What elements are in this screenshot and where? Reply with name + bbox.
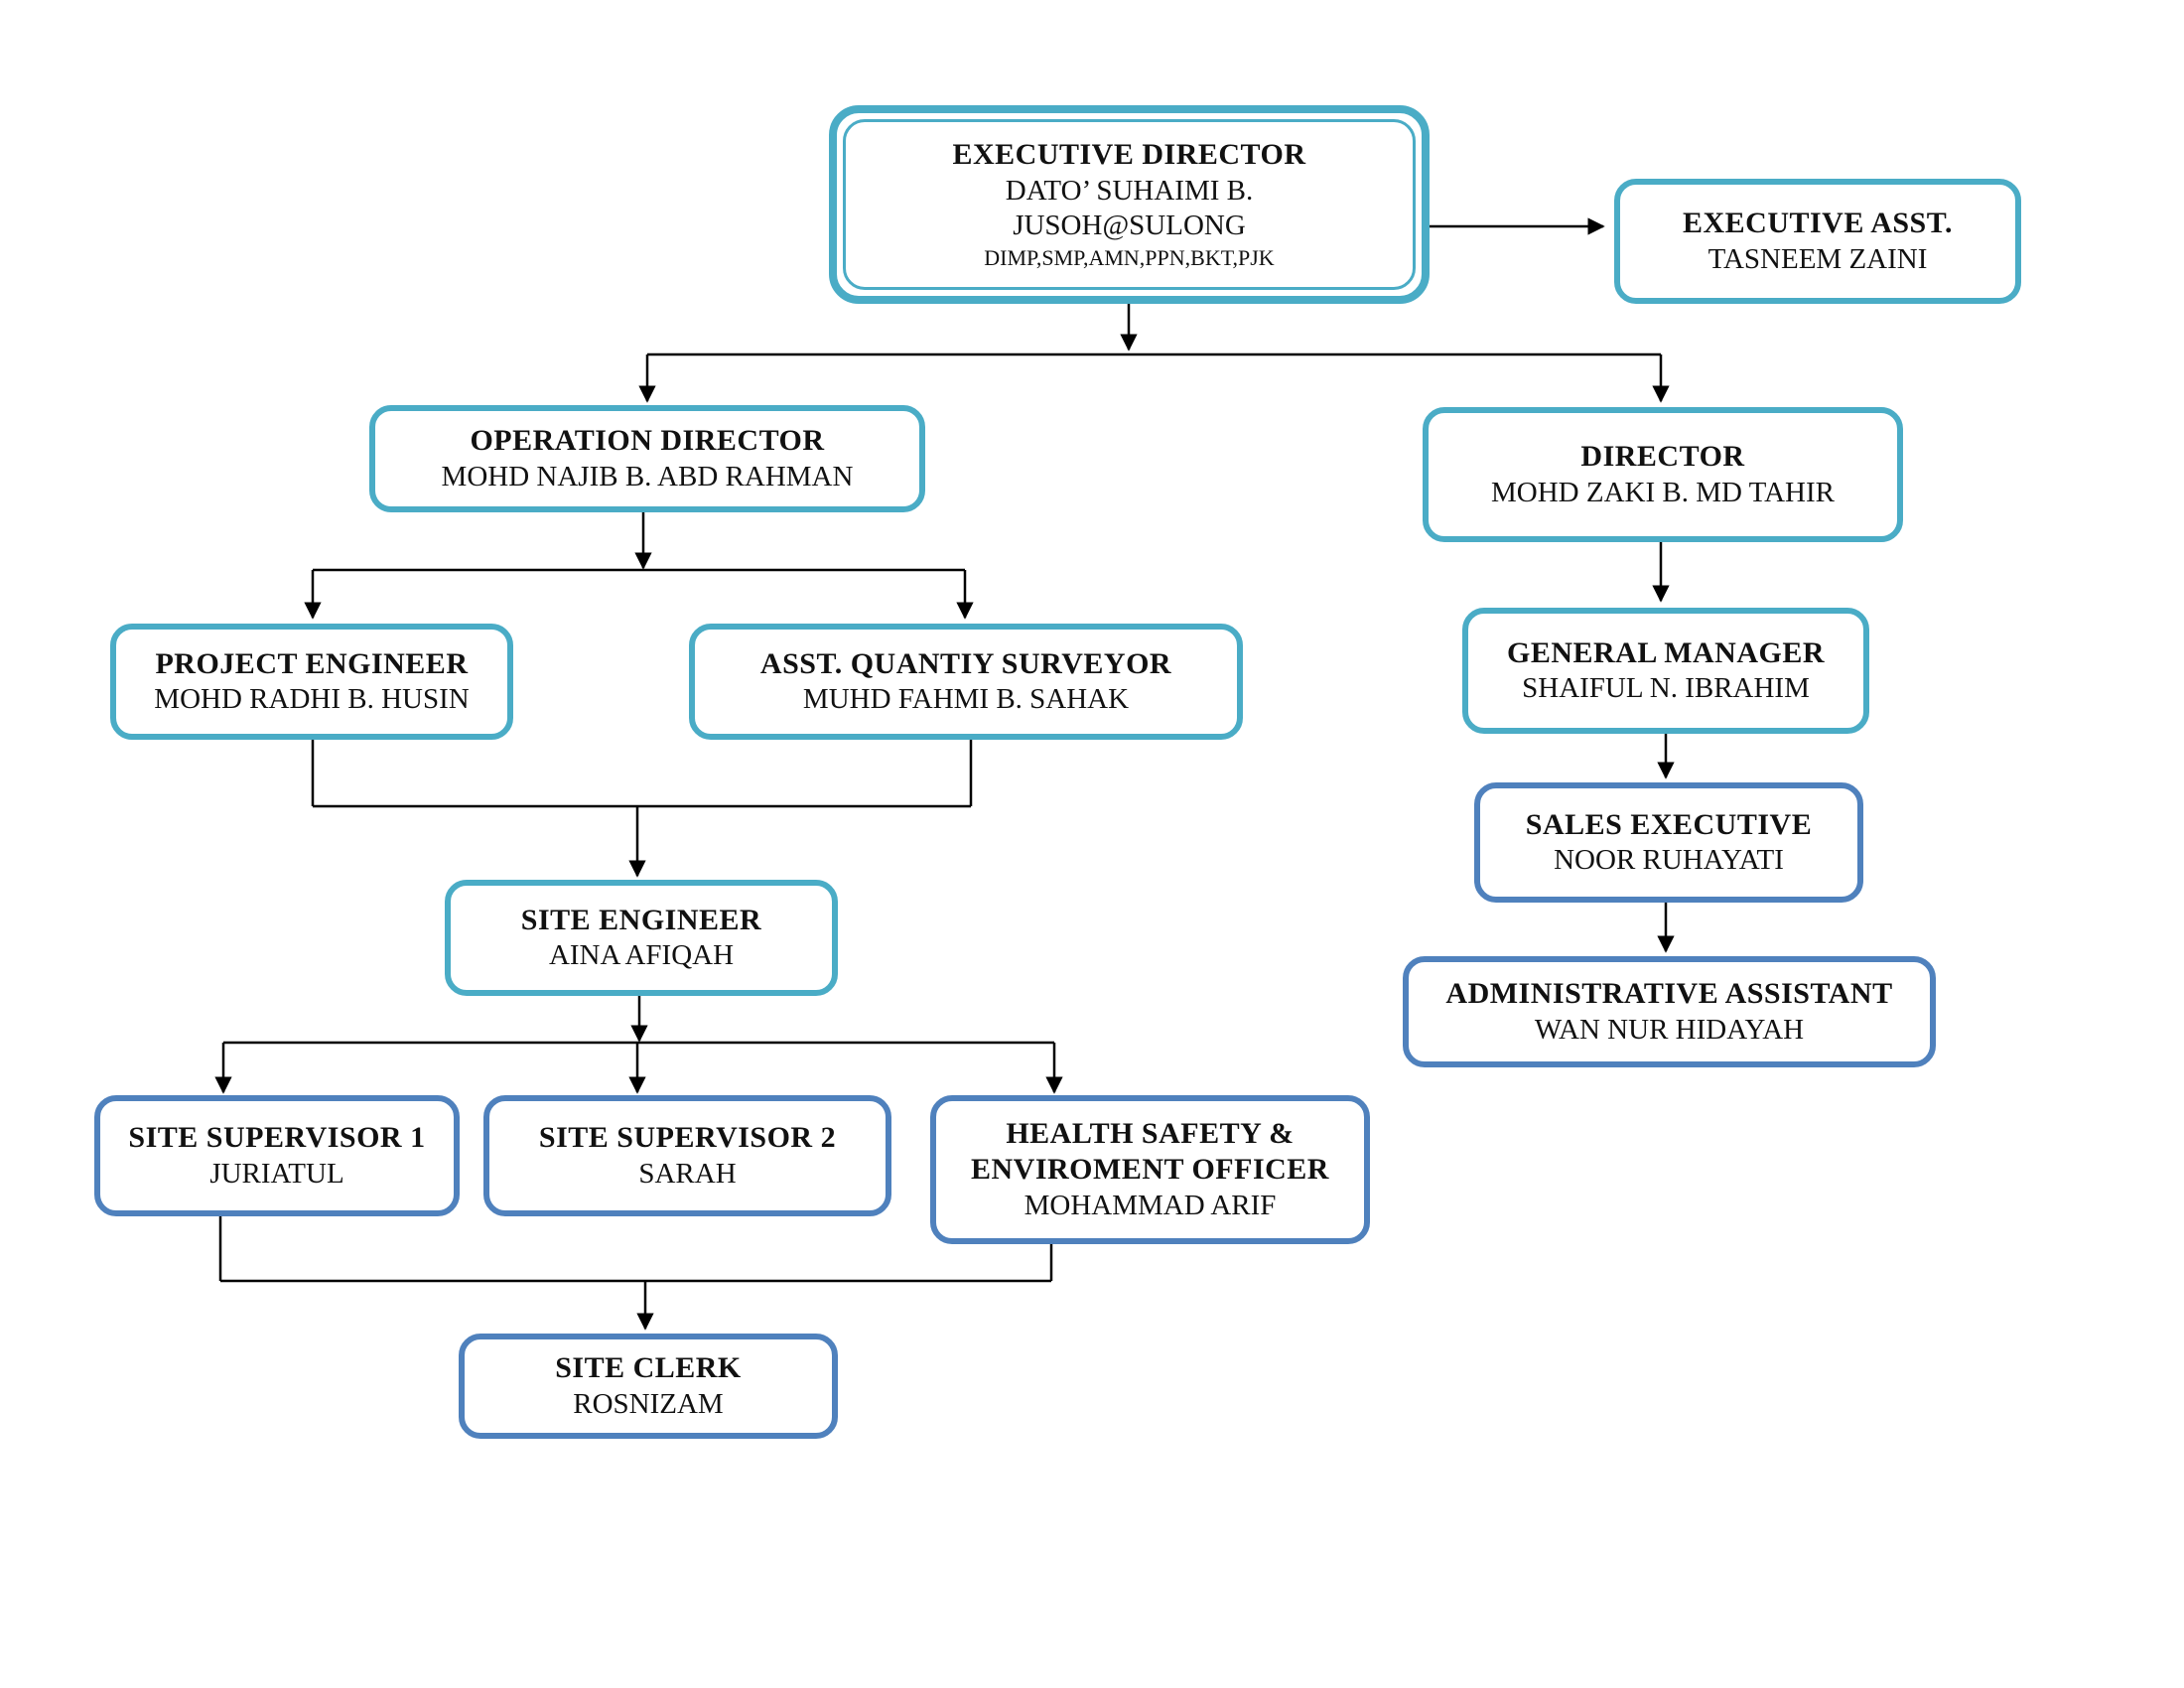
node-site-clerk: SITE CLERK ROSNIZAM bbox=[459, 1334, 838, 1439]
node-executive-asst: EXECUTIVE ASST. TASNEEM ZAINI bbox=[1614, 179, 2021, 304]
name-site-clerk: ROSNIZAM bbox=[573, 1387, 724, 1420]
node-director: DIRECTOR MOHD ZAKI B. MD TAHIR bbox=[1423, 407, 1903, 542]
node-sales-executive: SALES EXECUTIVE NOOR RUHAYATI bbox=[1474, 782, 1863, 903]
node-operation-director: OPERATION DIRECTOR MOHD NAJIB B. ABD RAH… bbox=[369, 405, 925, 512]
node-site-engineer: SITE ENGINEER AINA AFIQAH bbox=[445, 880, 838, 996]
role-site-engineer: SITE ENGINEER bbox=[520, 903, 762, 936]
node-hse-officer: HEALTH SAFETY & ENVIROMENT OFFICER MOHAM… bbox=[930, 1095, 1370, 1244]
name-administrative-assistant: WAN NUR HIDAYAH bbox=[1534, 1013, 1805, 1046]
name-executive-director-line2: JUSOH@SULONG bbox=[1013, 209, 1246, 241]
name-general-manager: SHAIFUL N. IBRAHIM bbox=[1522, 672, 1810, 705]
name-project-engineer: MOHD RADHI B. HUSIN bbox=[154, 683, 470, 716]
name-hse-officer: MOHAMMAD ARIF bbox=[1024, 1189, 1277, 1221]
name-sales-executive: NOOR RUHAYATI bbox=[1554, 844, 1784, 877]
node-administrative-assistant: ADMINISTRATIVE ASSISTANT WAN NUR HIDAYAH bbox=[1403, 956, 1936, 1067]
name-executive-asst: TASNEEM ZAINI bbox=[1707, 242, 1928, 275]
node-project-engineer: PROJECT ENGINEER MOHD RADHI B. HUSIN bbox=[110, 624, 513, 740]
role-site-supervisor-1: SITE SUPERVISOR 1 bbox=[128, 1121, 426, 1155]
role-site-clerk: SITE CLERK bbox=[555, 1351, 742, 1385]
node-general-manager: GENERAL MANAGER SHAIFUL N. IBRAHIM bbox=[1462, 608, 1869, 734]
role-director: DIRECTOR bbox=[1580, 440, 1745, 474]
role-project-engineer: PROJECT ENGINEER bbox=[155, 646, 469, 680]
node-asst-quantity-surveyor: ASST. QUANTIY SURVEYOR MUHD FAHMI B. SAH… bbox=[689, 624, 1243, 740]
role-executive-director: EXECUTIVE DIRECTOR bbox=[952, 137, 1306, 171]
name-operation-director: MOHD NAJIB B. ABD RAHMAN bbox=[441, 460, 854, 492]
name-site-supervisor-1: JURIATUL bbox=[209, 1157, 344, 1190]
honors-executive-director: DIMP,SMP,AMN,PPN,BKT,PJK bbox=[984, 245, 1275, 271]
role-hse-officer-line1: HEALTH SAFETY & bbox=[1006, 1116, 1295, 1150]
node-site-supervisor-2: SITE SUPERVISOR 2 SARAH bbox=[483, 1095, 891, 1216]
role-site-supervisor-2: SITE SUPERVISOR 2 bbox=[538, 1121, 837, 1155]
role-operation-director: OPERATION DIRECTOR bbox=[470, 424, 825, 458]
role-administrative-assistant: ADMINISTRATIVE ASSISTANT bbox=[1445, 977, 1893, 1011]
node-site-supervisor-1: SITE SUPERVISOR 1 JURIATUL bbox=[94, 1095, 460, 1216]
name-executive-director-line1: DATO’ SUHAIMI B. bbox=[1005, 174, 1254, 207]
role-sales-executive: SALES EXECUTIVE bbox=[1525, 807, 1813, 841]
role-general-manager: GENERAL MANAGER bbox=[1506, 635, 1826, 669]
name-site-supervisor-2: SARAH bbox=[638, 1157, 737, 1190]
name-director: MOHD ZAKI B. MD TAHIR bbox=[1491, 476, 1835, 508]
role-hse-officer-line2: ENVIROMENT OFFICER bbox=[971, 1153, 1329, 1187]
role-asst-quantity-surveyor: ASST. QUANTIY SURVEYOR bbox=[759, 646, 1172, 680]
role-executive-asst: EXECUTIVE ASST. bbox=[1682, 207, 1954, 240]
name-asst-quantity-surveyor: MUHD FAHMI B. SAHAK bbox=[802, 683, 1130, 716]
node-executive-director: EXECUTIVE DIRECTOR DATO’ SUHAIMI B. JUSO… bbox=[829, 105, 1430, 304]
name-site-engineer: AINA AFIQAH bbox=[548, 939, 735, 972]
